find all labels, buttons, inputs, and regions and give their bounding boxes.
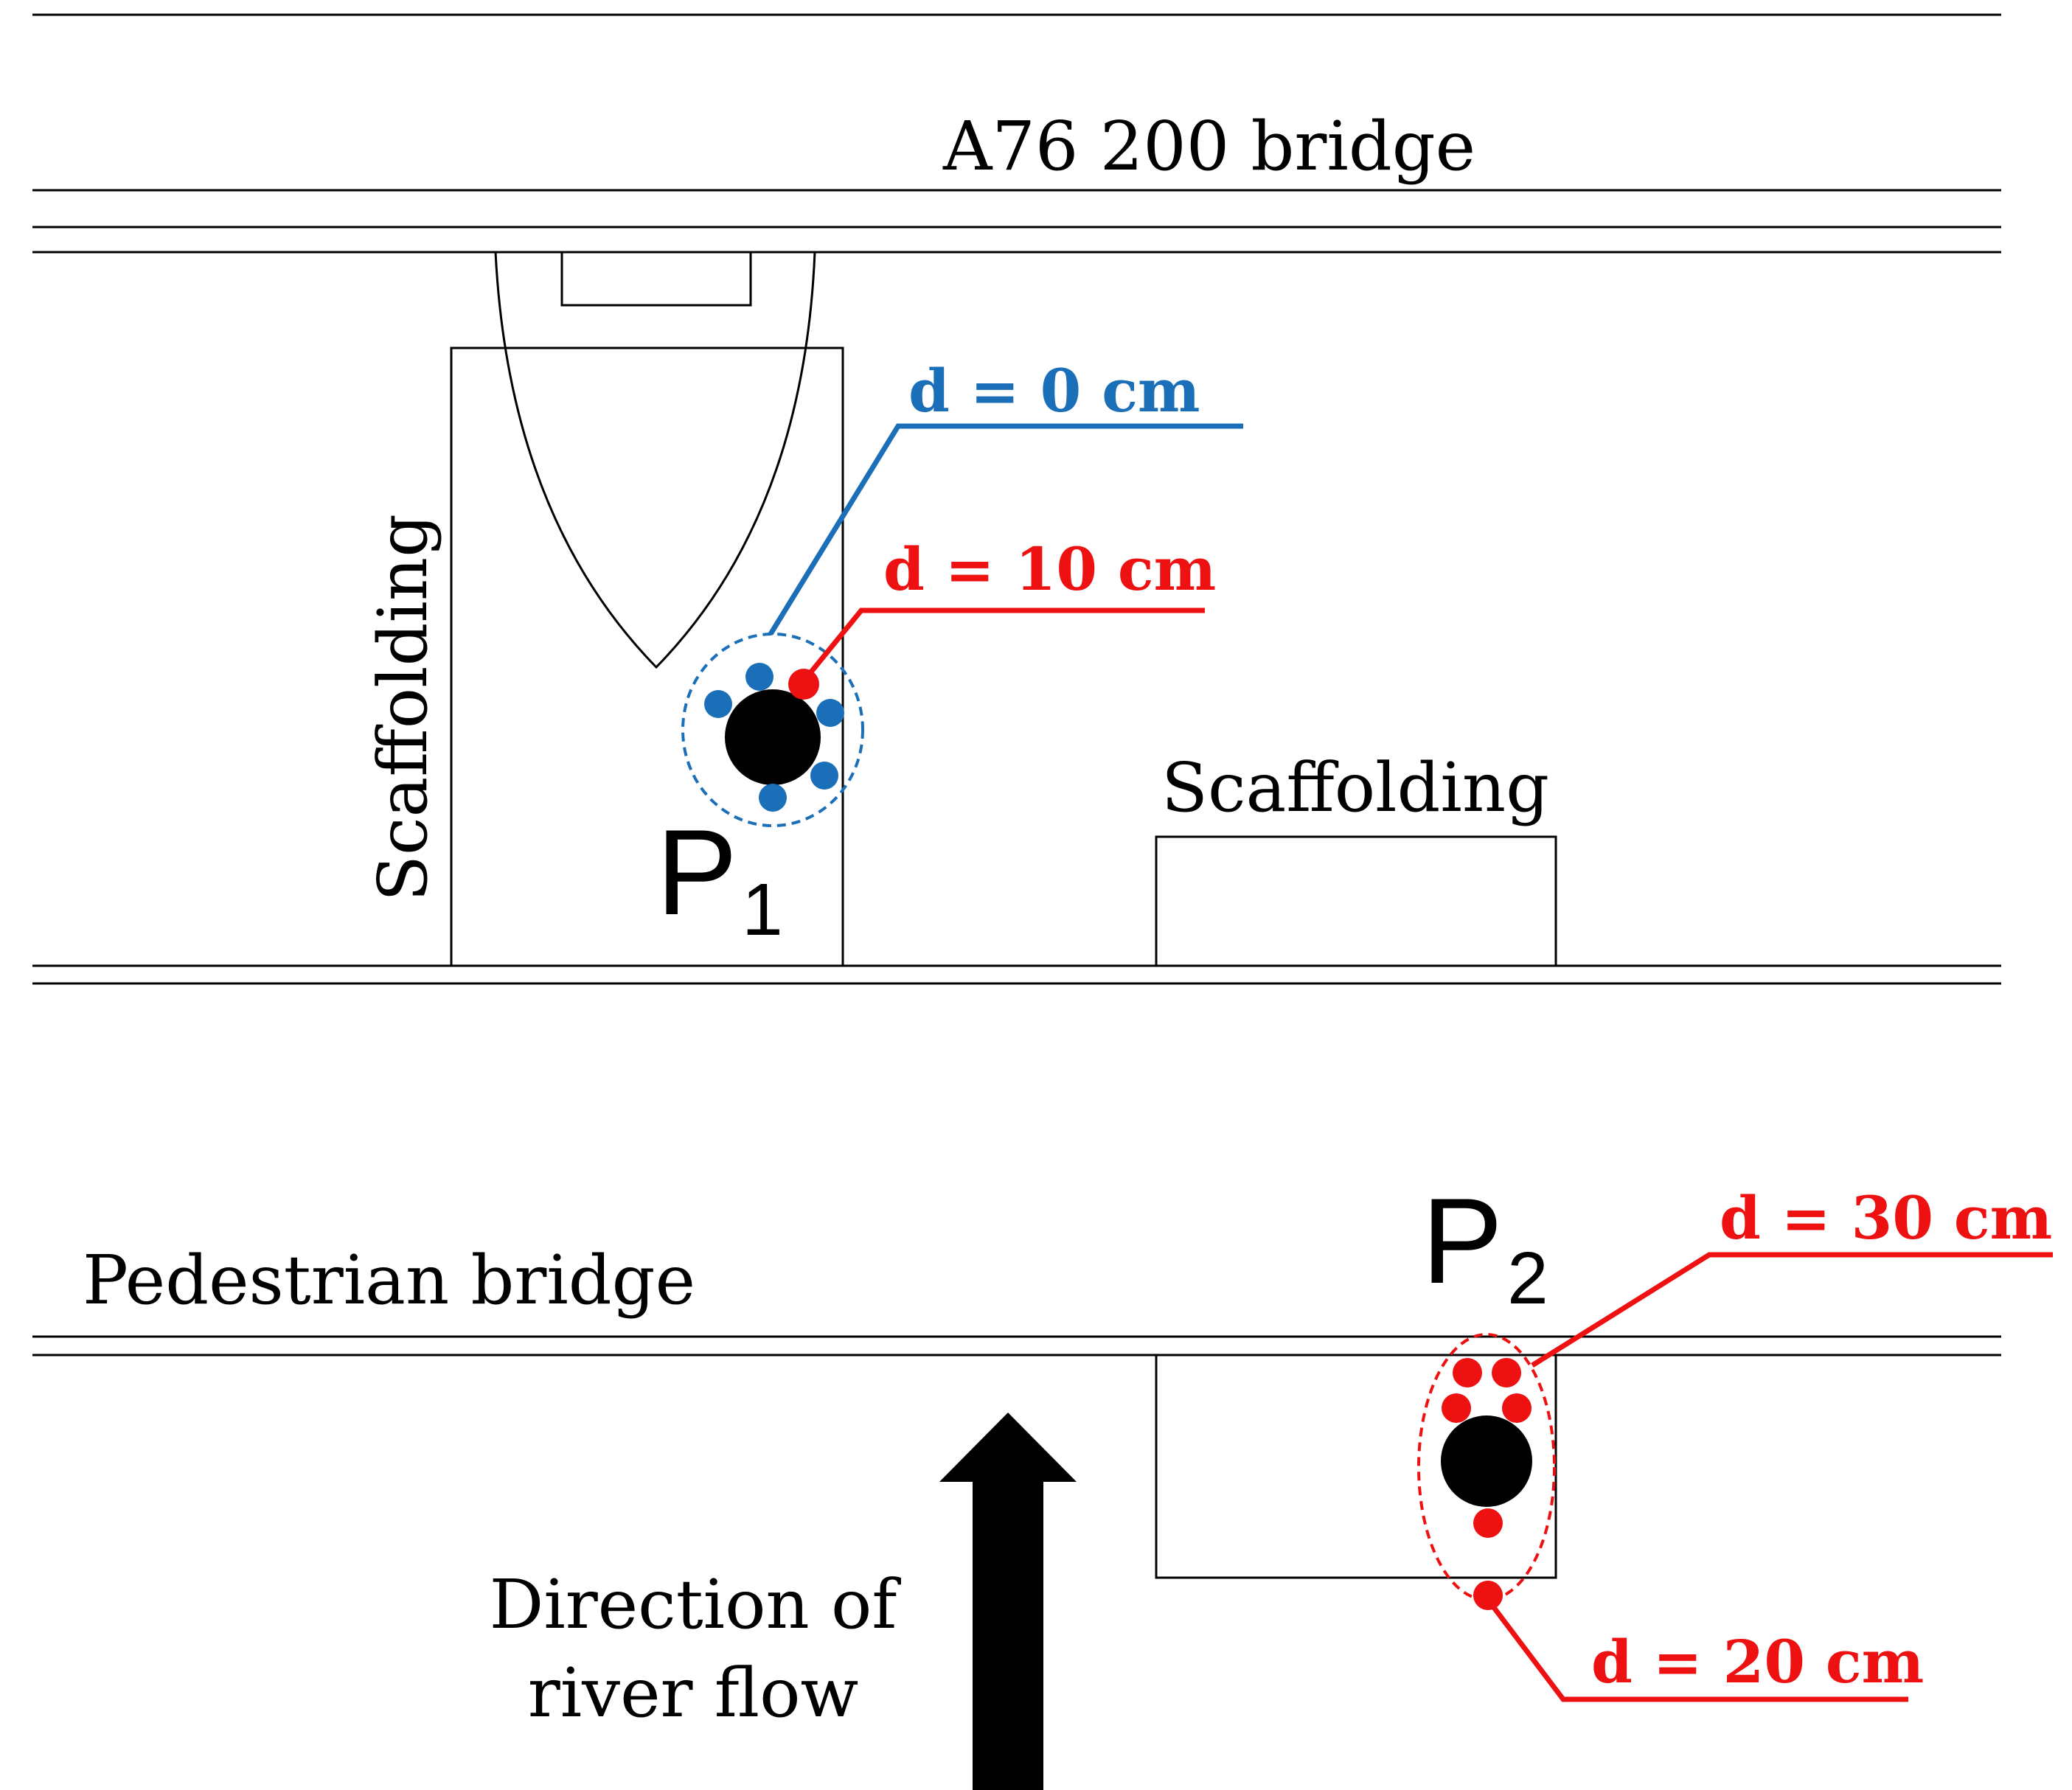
p2-letter: P	[1422, 1173, 1503, 1309]
d20-leader-line	[1486, 1598, 1908, 1702]
p1-label: P1	[656, 804, 783, 951]
a76-bridge-deck	[32, 189, 2001, 985]
scaffolding-right-label: Scaffolding	[1161, 748, 1549, 827]
scaffolding-right-box	[1155, 835, 1557, 967]
d10-label: d = 10 cm	[883, 534, 1216, 604]
d10-leader-line	[804, 607, 1205, 680]
p2-red-sensor	[1453, 1358, 1482, 1387]
p1-blue-sensor	[704, 690, 732, 718]
pedestrian-bridge-deck	[32, 1335, 2001, 1357]
p1-blue-sensor	[810, 762, 838, 790]
pier-nose-shape	[494, 251, 816, 669]
p2-red-sensor	[1442, 1393, 1471, 1423]
p1-blue-sensor	[759, 784, 787, 812]
p2-pier-box	[1155, 1354, 1557, 1579]
p1-measurement-zone	[681, 633, 864, 827]
flow-label-line2: river flow	[528, 1654, 859, 1732]
p1-red-sensor	[788, 669, 819, 700]
d0-label: d = 0 cm	[908, 356, 1200, 425]
d30-leader-line	[1531, 1252, 2053, 1368]
d30-label: d = 30 cm	[1720, 1183, 2052, 1253]
p2-sensor-group	[1417, 1333, 1556, 1610]
p1-sensor-group	[681, 633, 864, 827]
p1-pile	[725, 689, 821, 785]
river-flow-arrow-icon	[939, 1413, 1077, 1790]
p2-measurement-zone	[1417, 1333, 1556, 1601]
scaffolding-left-label: Scaffolding	[364, 514, 442, 902]
d0-leader-line	[768, 423, 1243, 635]
d20-label: d = 20 cm	[1591, 1627, 1924, 1696]
p2-red-sensor	[1473, 1508, 1503, 1538]
p1-subscript: 1	[742, 868, 783, 951]
p2-red-sensor	[1473, 1581, 1503, 1610]
p1-letter: P	[656, 804, 737, 940]
pedestrian-bridge-label: Pedestrian bridge	[83, 1241, 695, 1320]
p2-label: P2	[1422, 1173, 1548, 1320]
flow-label-line1: Direction of	[490, 1565, 902, 1644]
p1-blue-sensor	[745, 663, 773, 691]
p2-red-sensor	[1492, 1358, 1521, 1387]
a76-bridge-label: A76 200 bridge	[942, 107, 1475, 186]
p2-pile	[1441, 1415, 1532, 1507]
p1-blue-sensor	[816, 699, 844, 727]
scaffolding-left-box	[450, 346, 844, 967]
p2-subscript: 2	[1507, 1237, 1548, 1320]
p2-red-sensor	[1502, 1393, 1532, 1423]
pier-cap-rect	[560, 251, 752, 307]
